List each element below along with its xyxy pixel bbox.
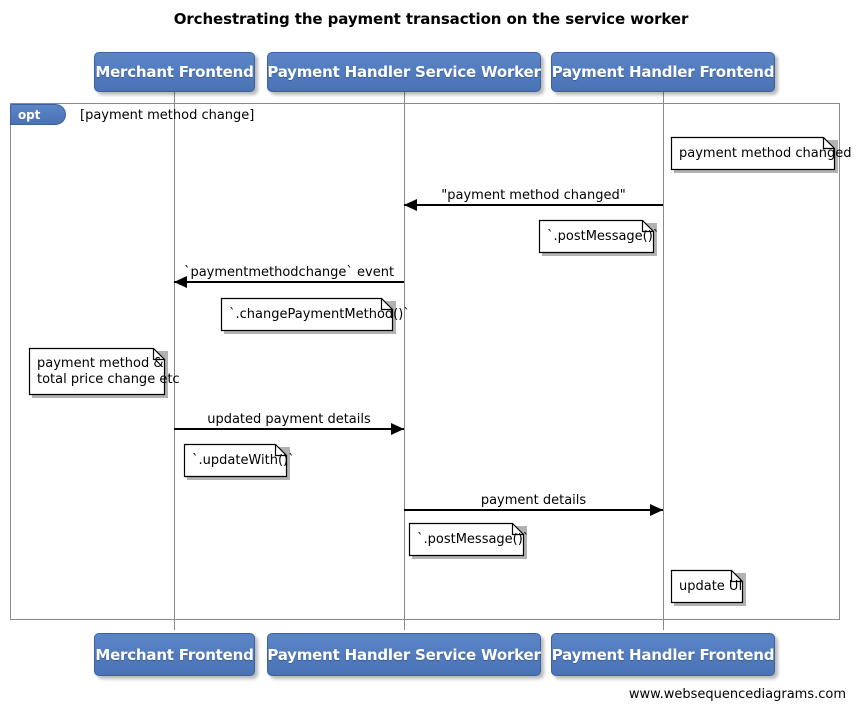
- participant-bottom-merchant-frontend[interactable]: Merchant Frontend: [94, 633, 255, 676]
- message-arrowhead-paymentmethodchange-event: [174, 276, 187, 288]
- note-shape: [28, 347, 166, 396]
- participant-label: Merchant Frontend: [95, 63, 254, 81]
- opt-fragment-tab-label: opt: [18, 107, 41, 122]
- participant-bottom-payment-handler-service-worker[interactable]: Payment Handler Service Worker: [267, 633, 541, 676]
- note-change-payment-method: `.changePaymentMethod()`: [220, 297, 410, 334]
- opt-fragment-guard: [payment method change]: [80, 108, 255, 123]
- message-arrowhead-payment-details: [650, 504, 663, 516]
- note-payment-method-total-price: payment method & total price change etc: [28, 347, 180, 398]
- participant-label: Payment Handler Service Worker: [267, 645, 541, 664]
- note-shape: [538, 219, 655, 254]
- lifeline-payment-handler-service-worker: [404, 92, 405, 630]
- note-post-message-top: `.postMessage()`: [538, 219, 659, 256]
- note-shape: [408, 522, 525, 557]
- lifeline-payment-handler-frontend: [663, 92, 664, 630]
- message-label-updated-payment-details: updated payment details: [207, 412, 371, 427]
- note-update-with: `.updateWith()`: [183, 443, 295, 480]
- message-label-payment-method-changed: "payment method changed": [441, 188, 626, 203]
- participant-label: Payment Handler Frontend: [551, 63, 775, 81]
- message-line-payment-method-changed: [404, 204, 663, 206]
- message-label-payment-details: payment details: [480, 493, 587, 508]
- opt-fragment-tab: opt: [10, 104, 66, 125]
- note-post-message-bottom: `.postMessage()`: [408, 522, 529, 559]
- footer-credit: www.websequencediagrams.com: [628, 687, 846, 702]
- participant-label: Payment Handler Service Worker: [267, 63, 541, 81]
- participant-top-payment-handler-frontend[interactable]: Payment Handler Frontend: [551, 52, 775, 92]
- message-line-payment-details: [404, 509, 663, 511]
- participant-label: Payment Handler Frontend: [551, 645, 775, 664]
- message-arrowhead-updated-payment-details: [391, 423, 404, 435]
- participant-bottom-payment-handler-frontend[interactable]: Payment Handler Frontend: [551, 633, 775, 676]
- note-payment-method-changed: payment method changed: [670, 136, 851, 173]
- note-shape: [670, 136, 836, 171]
- message-arrowhead-payment-method-changed: [404, 199, 417, 211]
- participant-top-merchant-frontend[interactable]: Merchant Frontend: [94, 52, 255, 92]
- note-shape: [220, 297, 394, 332]
- note-shape: [670, 569, 744, 604]
- participant-top-payment-handler-service-worker[interactable]: Payment Handler Service Worker: [267, 52, 541, 92]
- message-label-paymentmethodchange-event: `paymentmethodchange` event: [183, 265, 395, 280]
- note-update-ui: update UI: [670, 569, 746, 606]
- message-line-paymentmethodchange-event: [174, 281, 404, 283]
- lifeline-merchant-frontend: [174, 92, 175, 630]
- note-shape: [183, 443, 288, 478]
- message-line-updated-payment-details: [174, 428, 404, 430]
- participant-label: Merchant Frontend: [95, 645, 254, 664]
- page-title: Orchestrating the payment transaction on…: [173, 10, 689, 28]
- opt-fragment-frame: [10, 103, 840, 620]
